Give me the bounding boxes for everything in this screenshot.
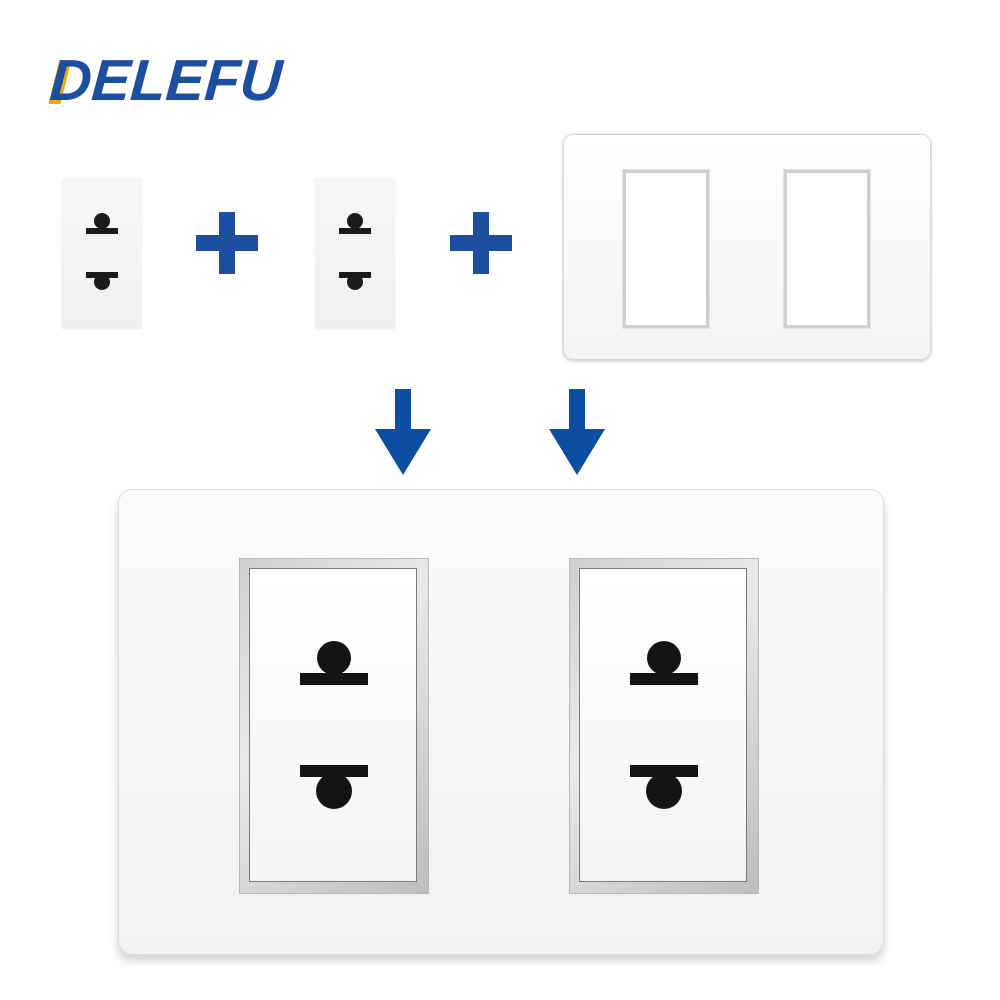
socket-holes-icon: [630, 641, 698, 809]
brand-logo: DELEFU: [48, 48, 285, 113]
plus-icon: [196, 212, 258, 274]
plus-icon: [450, 212, 512, 274]
socket-face-left: [250, 569, 416, 881]
frame-slot-right: [784, 170, 870, 328]
brand-name: DELEFU: [47, 48, 285, 113]
assembled-socket-panel-icon: [118, 489, 884, 955]
socket-module-middle: [315, 178, 395, 328]
socket-module-icon: [339, 213, 371, 290]
socket-holes-icon: [300, 641, 368, 809]
frame-slot-left: [623, 170, 709, 328]
socket-module-left: [62, 178, 142, 328]
frame-icon: [563, 134, 931, 360]
socket-module-icon: [86, 213, 118, 290]
arrow-down-icon: [375, 389, 431, 475]
socket-right: [570, 559, 758, 893]
arrow-down-icon: [549, 389, 605, 475]
socket-face-right: [580, 569, 746, 881]
socket-left: [240, 559, 428, 893]
